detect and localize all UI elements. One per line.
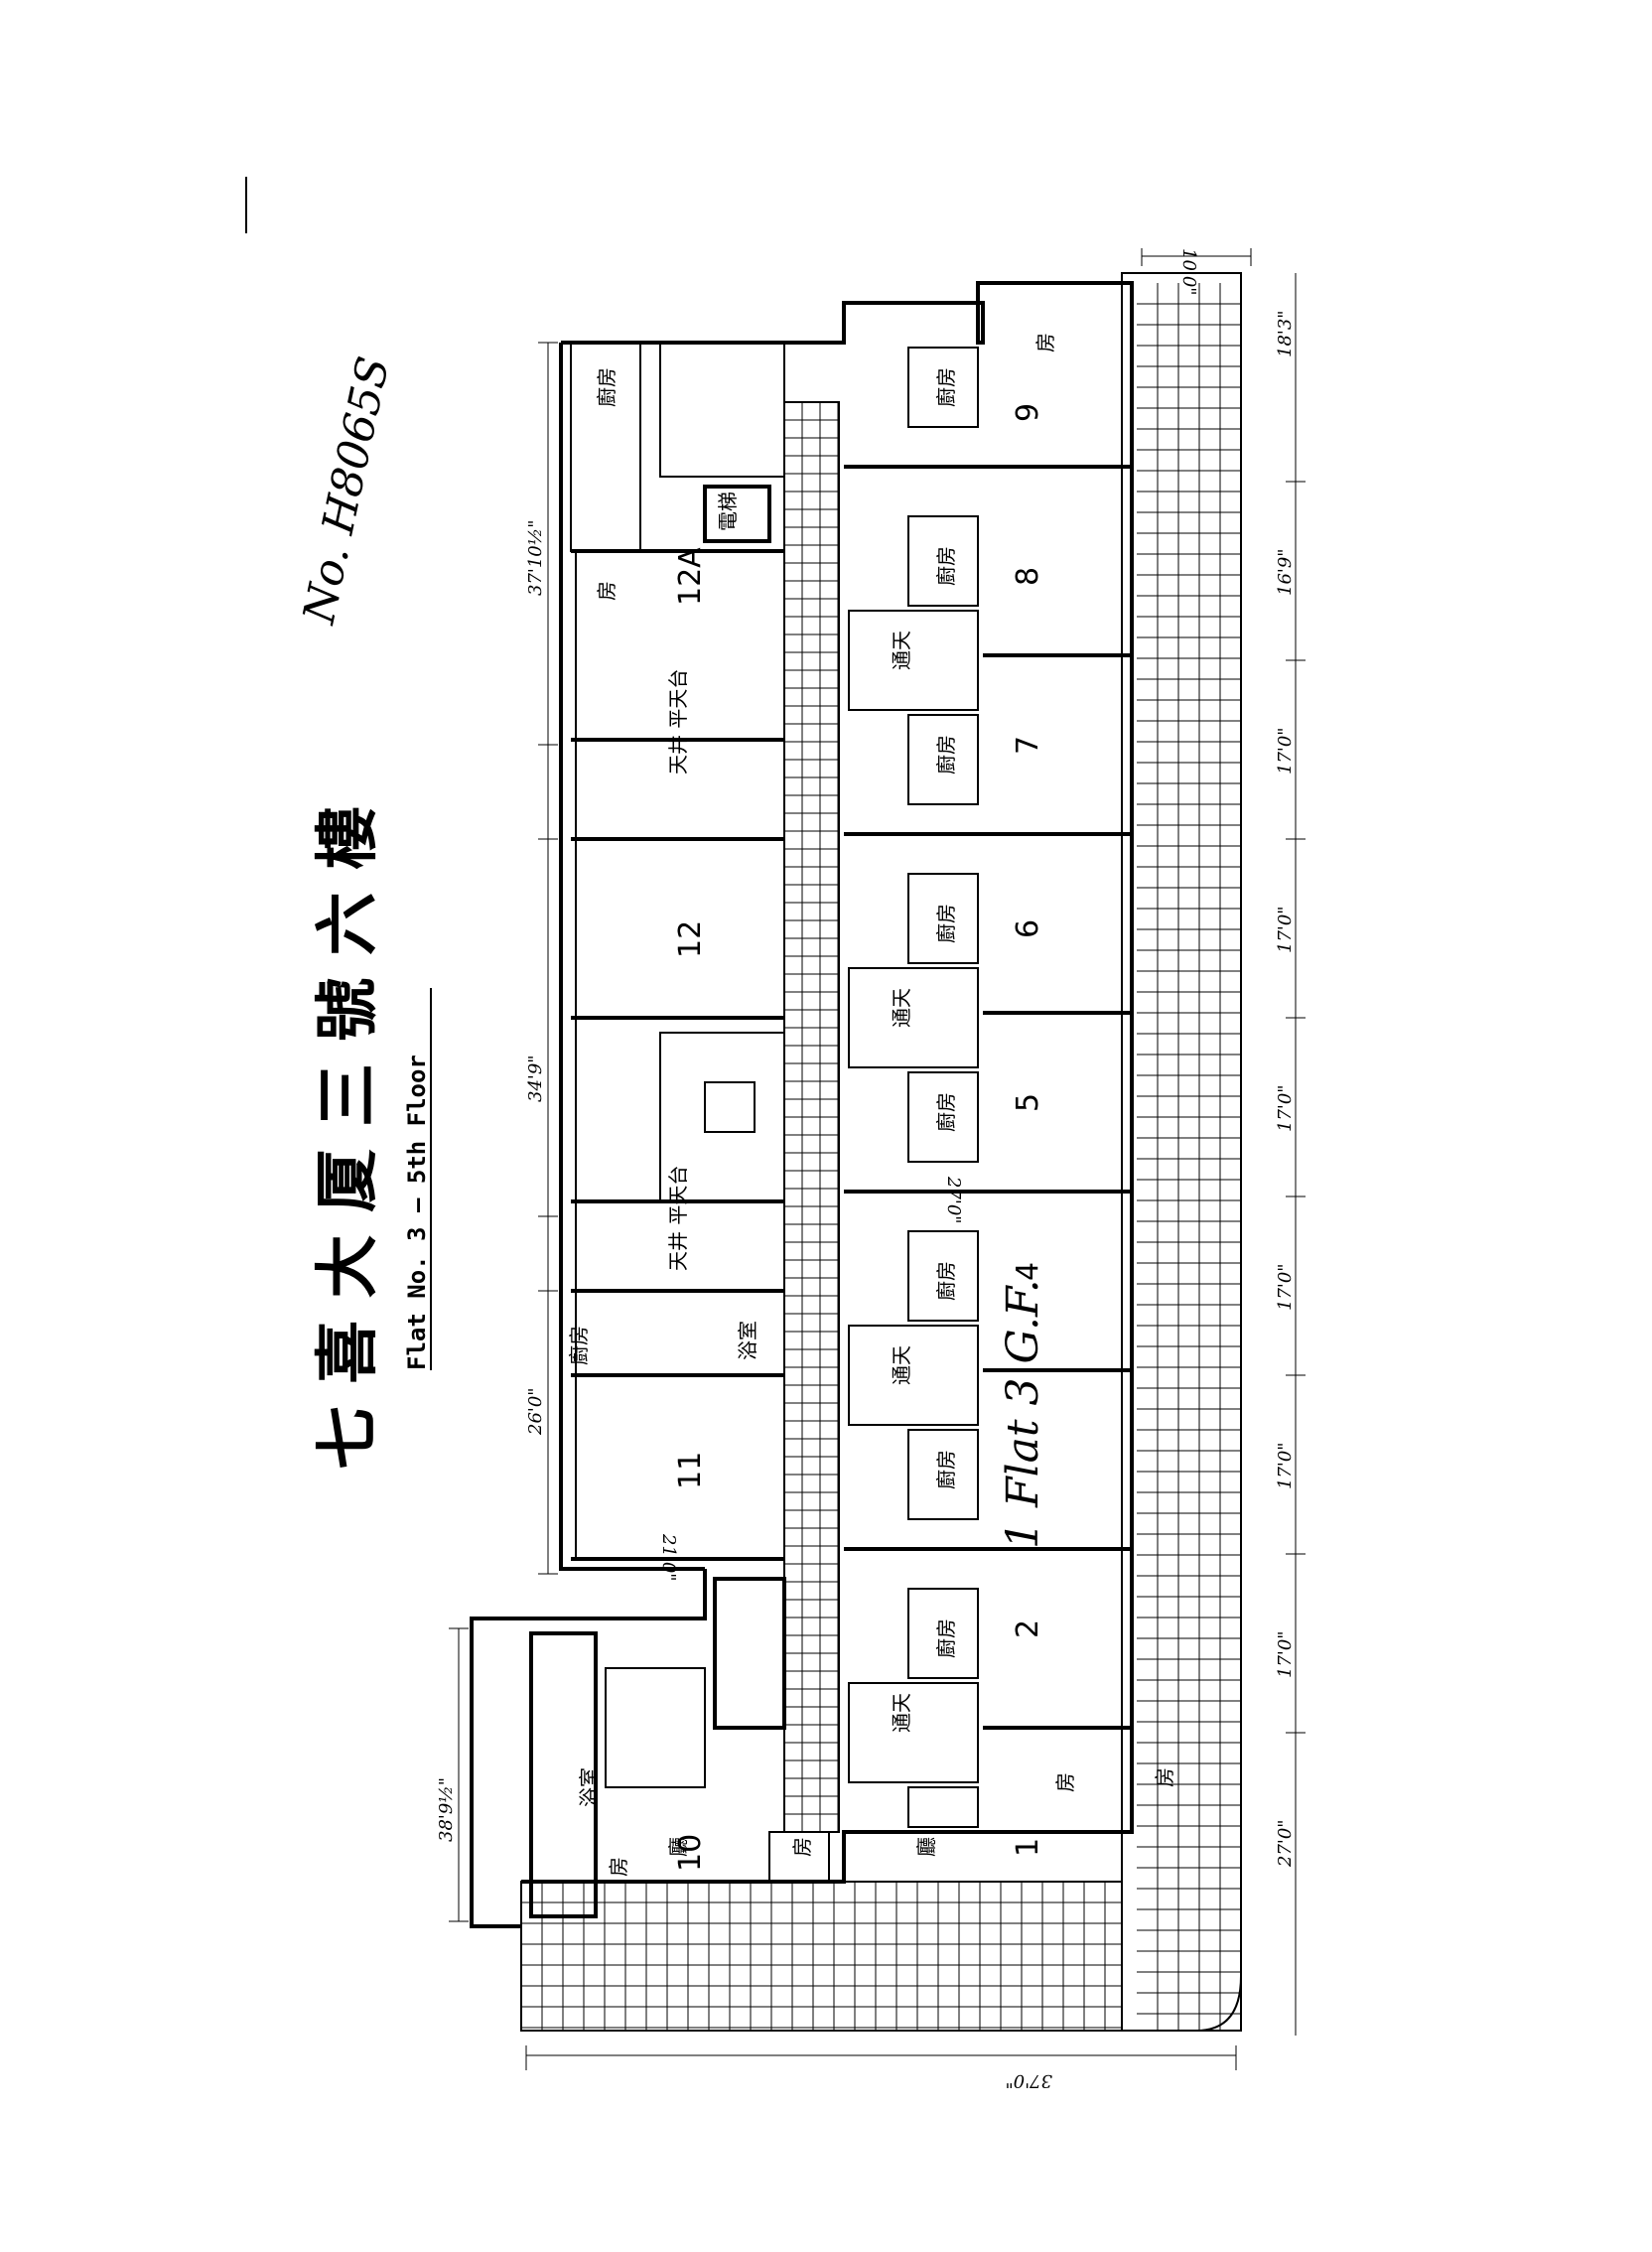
left-flats — [529, 342, 830, 1918]
flat-number-1: 1 — [1011, 1838, 1045, 1857]
label-room-1: 房 — [1053, 1772, 1077, 1792]
flat-numbers: 1 2 4 5 6 7 8 9 10 11 12 12A — [673, 403, 1045, 1872]
label-corridor-4: 通天 — [890, 631, 913, 670]
building-title: 七 喜 大 厦 三 號 六 樓 — [312, 806, 385, 1470]
dimension-left: 37'10½" 34'9" 26'0" 38'9½" — [436, 342, 558, 1922]
label-kitchen-5: 廚房 — [934, 1092, 958, 1132]
label-bath-11: 浴室 — [736, 1321, 759, 1360]
label-room-10b: 房 — [790, 1837, 814, 1857]
dim-inner-1: 27'0" — [943, 1176, 964, 1224]
label-kitchen-6: 廚房 — [934, 904, 958, 943]
label-corridor-2: 通天 — [890, 1345, 913, 1385]
handwritten-ref: No. H8065S — [294, 352, 400, 629]
dim-left-2: 34'9" — [525, 1055, 546, 1102]
label-room-9: 房 — [1033, 333, 1057, 352]
dim-left-4: 38'9½" — [436, 1777, 457, 1842]
dim-top-2: 18'3" — [1275, 310, 1296, 357]
label-room-10: 房 — [607, 1857, 630, 1877]
dim-top-8: 17'0" — [1275, 1442, 1296, 1489]
dim-top-4: 17'0" — [1275, 727, 1296, 774]
handwritten-note: 1 Flat 3 G.F. — [998, 1279, 1048, 1549]
label-kitchen-7: 廚房 — [934, 735, 958, 774]
label-room-12a: 房 — [595, 581, 619, 601]
floor-subtitle: Flat No. 3 — 5th Floor — [403, 1055, 431, 1370]
label-kitchen-9: 廚房 — [934, 367, 958, 407]
dim-left-3: 26'0" — [525, 1387, 546, 1436]
dim-top-3: 16'9" — [1275, 548, 1296, 596]
label-kitchen-12a: 廚房 — [595, 367, 619, 407]
label-kitchen-8: 廚房 — [934, 546, 958, 586]
dim-top-10: 27'0" — [1275, 1819, 1296, 1868]
dim-inner-2: 21'0" — [658, 1533, 679, 1582]
flat-number-12a: 12A — [673, 547, 708, 606]
label-corridor-3: 通天 — [890, 988, 913, 1028]
flat-number-2: 2 — [1011, 1619, 1045, 1638]
label-kitchen-11: 廚房 — [567, 1326, 591, 1365]
label-kitchen-4: 廚房 — [934, 1261, 958, 1301]
central-corridor — [783, 401, 840, 1833]
flat-number-10: 10 — [673, 1834, 708, 1872]
dim-top-5: 17'0" — [1275, 906, 1296, 953]
outer-walls — [470, 281, 1134, 1928]
dim-top-9: 17'0" — [1275, 1630, 1296, 1678]
flat-number-5: 5 — [1011, 1093, 1045, 1112]
dim-left-1: 37'10½" — [525, 520, 546, 596]
flat-number-12: 12 — [673, 920, 708, 958]
label-terrace-room: 房 — [1153, 1767, 1176, 1787]
label-kitchen-3: 廚房 — [934, 1450, 958, 1489]
label-lightwell-2: 天井 平天台 — [666, 1166, 690, 1271]
dim-bottom: 37'0" — [1005, 2070, 1052, 2091]
flat-number-4: 4 — [1011, 1262, 1045, 1281]
label-lightwell-1: 天井 平天台 — [666, 669, 690, 774]
label-hall-10: 廳 — [666, 1837, 690, 1857]
flat-number-7: 7 — [1011, 736, 1045, 755]
right-flats — [844, 347, 1132, 1828]
dim-top-1: 10'0" — [1178, 248, 1199, 296]
room-labels: 廚房 房 天井 平天台 電梯 天井 平天台 廚房 浴室 浴室 房 廳 房 廳 房… — [567, 333, 1176, 1877]
flat-number-9: 9 — [1011, 403, 1045, 422]
label-corridor-1: 通天 — [890, 1693, 913, 1733]
dimension-bottom: 37'0" — [525, 2045, 1237, 2091]
label-bath-10: 浴室 — [577, 1767, 601, 1807]
label-lift-top: 電梯 — [716, 492, 740, 531]
label-hall-1: 廳 — [914, 1837, 938, 1857]
flat-number-11: 11 — [673, 1452, 708, 1489]
dim-top-7: 17'0" — [1275, 1263, 1296, 1311]
flat-number-8: 8 — [1011, 567, 1045, 586]
dim-top-6: 17'0" — [1275, 1084, 1296, 1132]
label-kitchen-2: 廚房 — [934, 1619, 958, 1658]
terrace-grid — [520, 272, 1242, 2032]
flat-number-6: 6 — [1011, 919, 1045, 938]
dimension-right: 10'0" 18'3" 16'9" 17'0" 17'0" 17'0" 17'0… — [1141, 248, 1306, 2036]
